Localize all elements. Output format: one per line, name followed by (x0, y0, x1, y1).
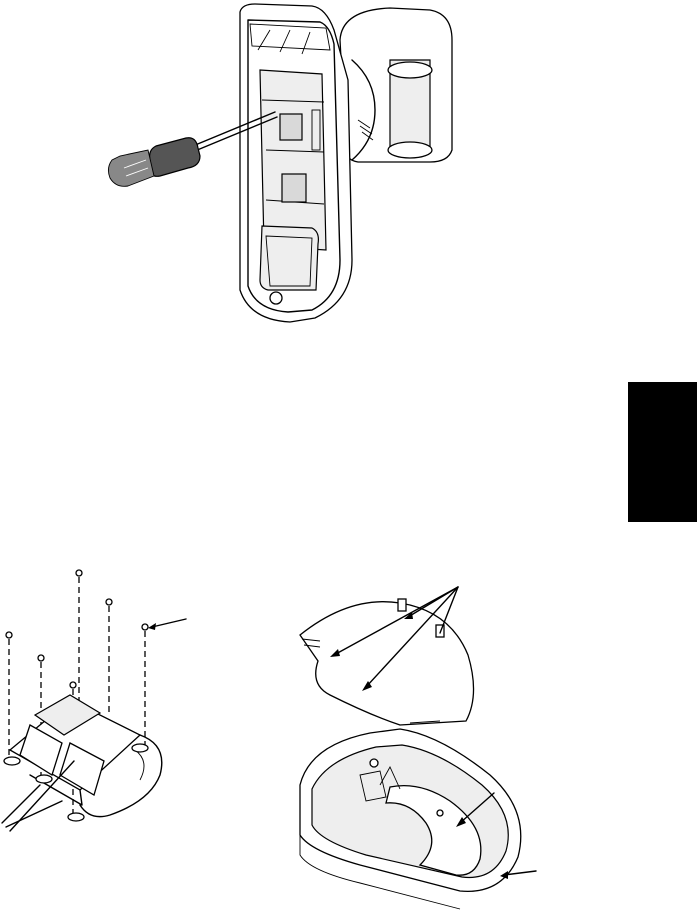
arrow-icon (148, 619, 186, 630)
bracket-drawing (0, 565, 205, 835)
figure-lens-shield-housing (290, 575, 540, 910)
figure-detector-adjustment (90, 0, 470, 330)
lens-shield (300, 599, 474, 725)
section-index-tab (628, 382, 697, 522)
lens-housing (300, 729, 521, 909)
detector-housing (240, 4, 352, 322)
lens-bracket (4, 695, 162, 821)
shield-housing-drawing (290, 575, 540, 910)
figure-lens-bracket (0, 565, 205, 835)
detector-drawing (90, 0, 470, 330)
swivel-mount (340, 8, 452, 162)
screw-icon (6, 570, 148, 688)
